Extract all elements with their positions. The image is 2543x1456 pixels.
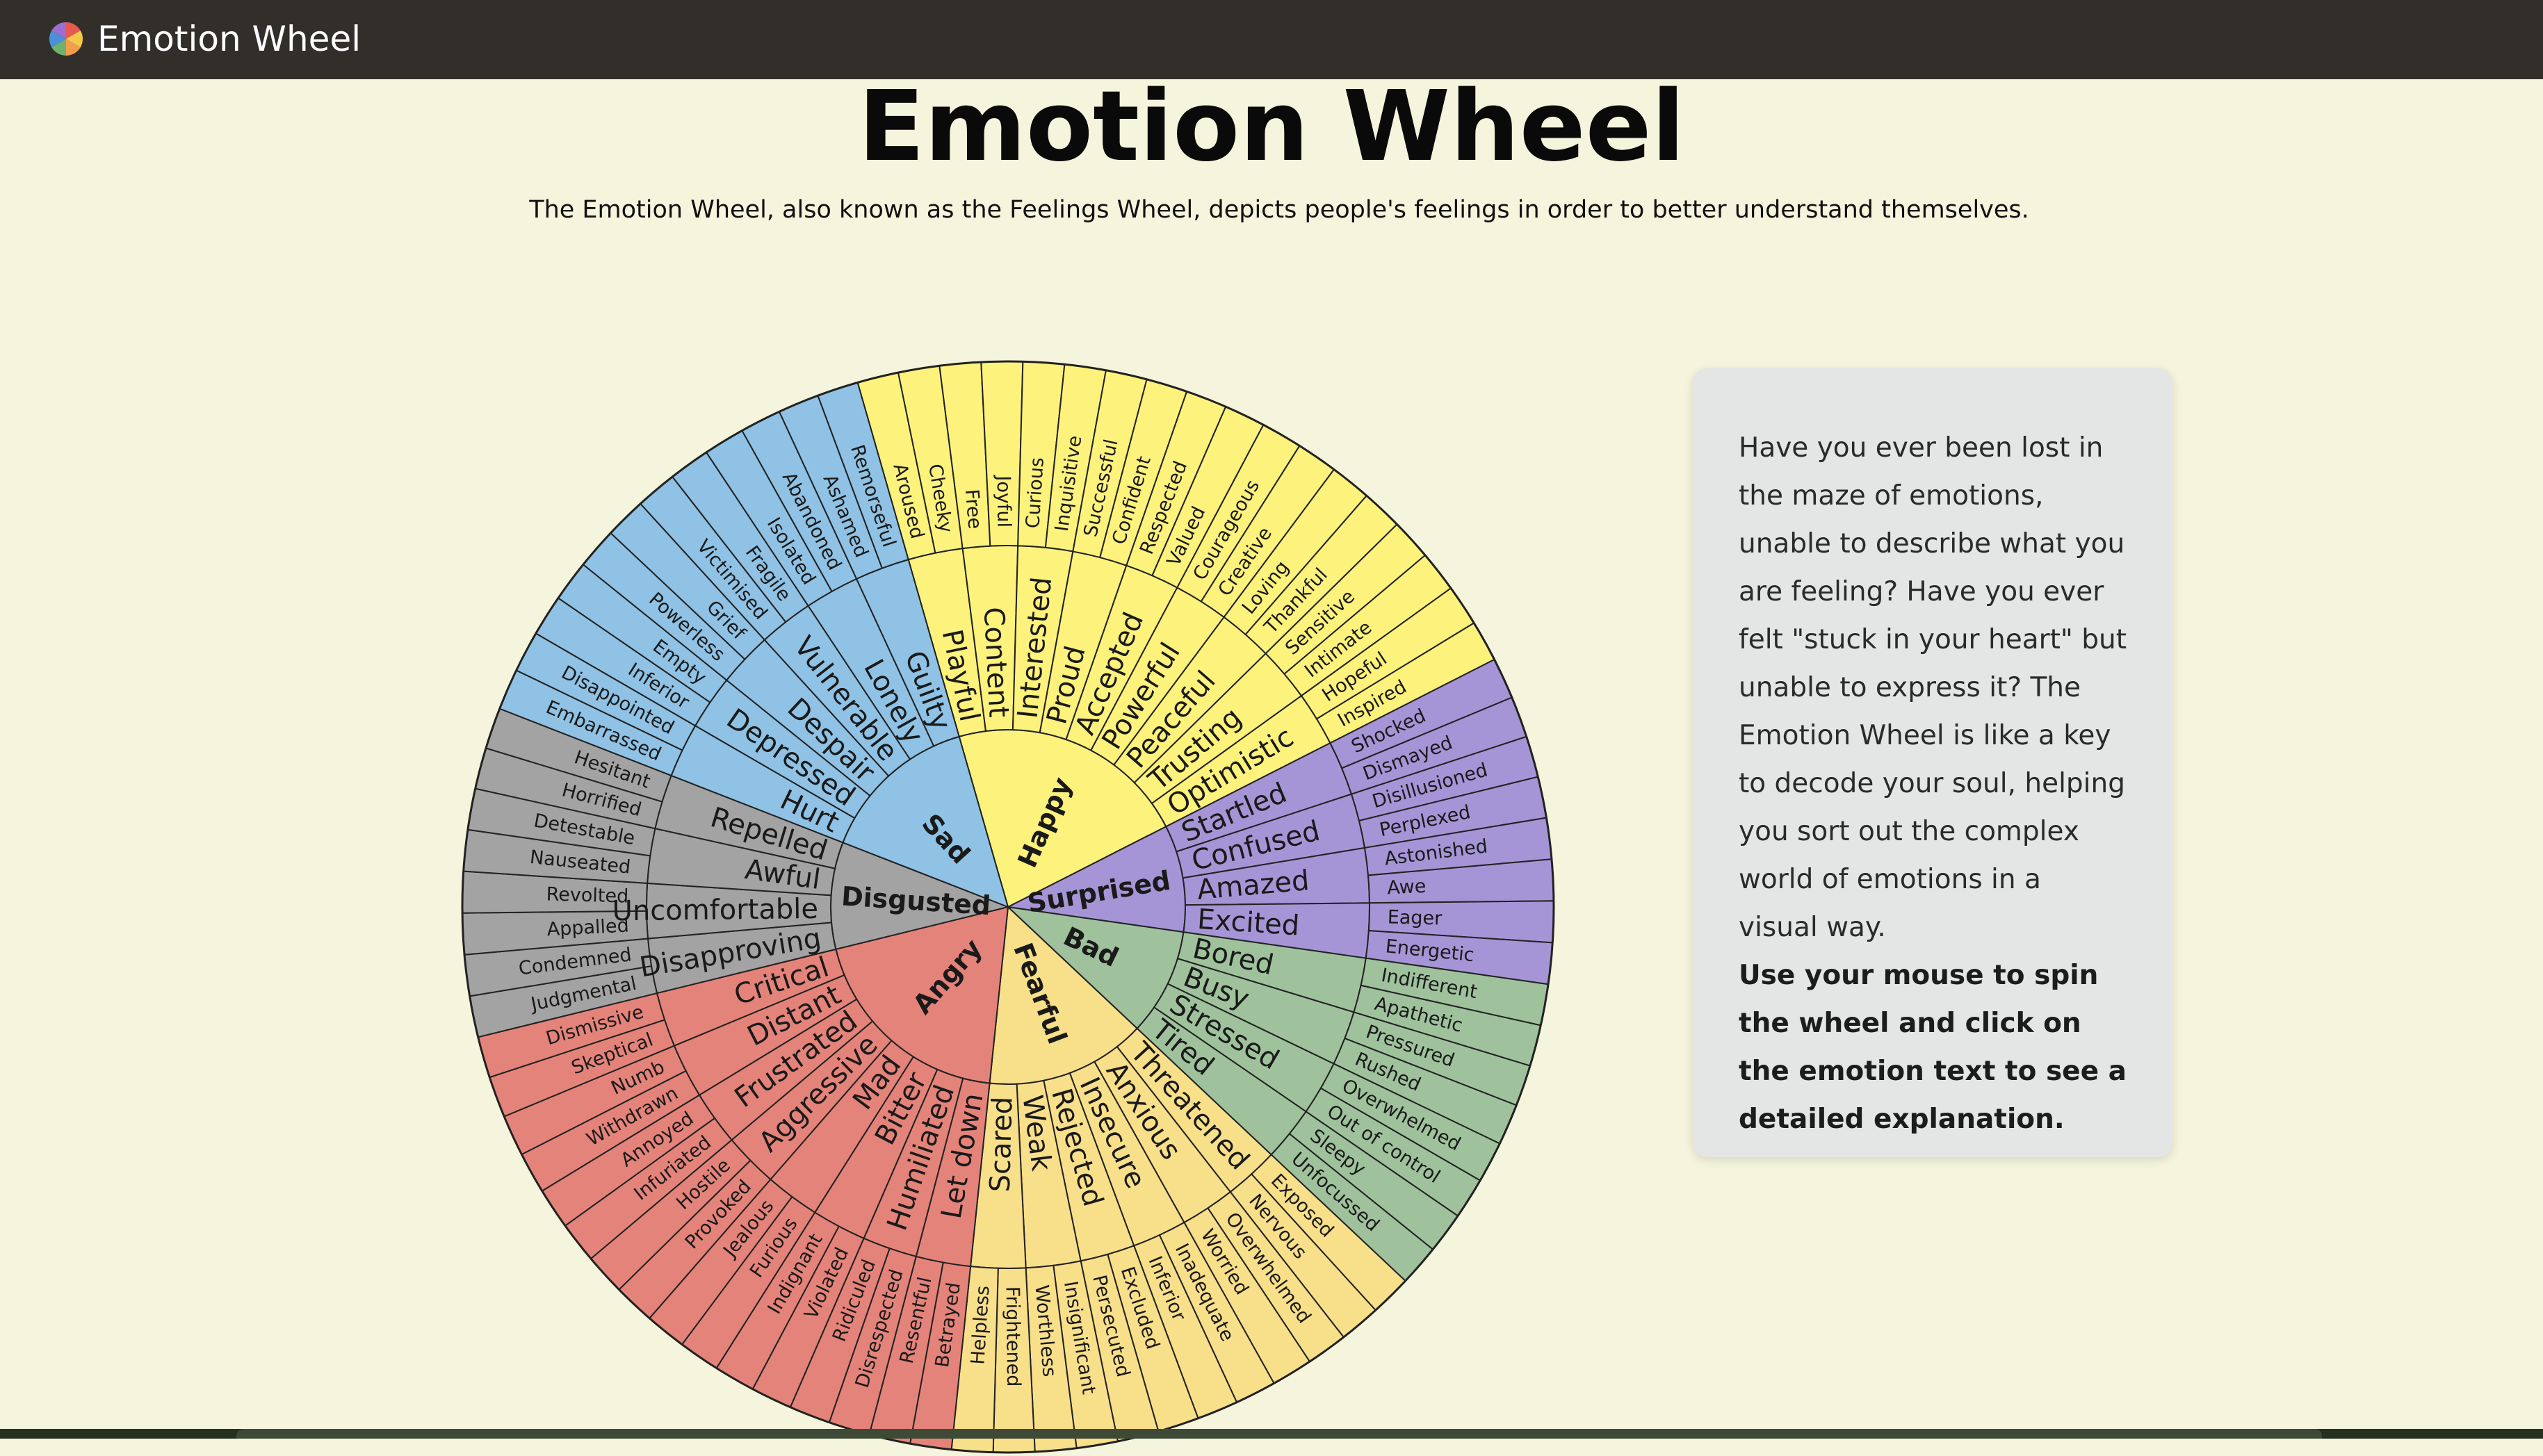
- emotion-label-uncomfortable[interactable]: Uncomfortable: [612, 893, 818, 927]
- bottom-strip-inner: [236, 1429, 2322, 1439]
- emotion-label-helpless[interactable]: Helpless: [967, 1285, 993, 1366]
- emotion-wheel-logo-icon[interactable]: [49, 22, 83, 56]
- emotion-label-content[interactable]: Content: [977, 606, 1015, 718]
- info-description: Have you ever been lost in the maze of e…: [1739, 432, 2127, 943]
- brand-link[interactable]: Emotion Wheel: [97, 19, 361, 59]
- info-panel: Have you ever been lost in the maze of e…: [1693, 368, 2172, 1157]
- emotion-label-free[interactable]: Free: [961, 489, 986, 530]
- emotion-label-eager[interactable]: Eager: [1387, 906, 1443, 929]
- emotion-label-awe[interactable]: Awe: [1387, 876, 1427, 899]
- page-title: Emotion Wheel: [858, 70, 1685, 183]
- emotion-label-curious[interactable]: Curious: [1022, 457, 1048, 529]
- page-subtitle: The Emotion Wheel, also known as the Fee…: [529, 196, 2029, 224]
- info-instruction: Use your mouse to spin the wheel and cli…: [1739, 960, 2127, 1135]
- emotion-label-revolted[interactable]: Revolted: [546, 883, 628, 907]
- emotion-label-joyful[interactable]: Joyful: [993, 474, 1015, 527]
- top-navbar: Emotion Wheel: [0, 0, 2543, 79]
- emotion-label-excited[interactable]: Excited: [1196, 903, 1301, 942]
- emotion-label-appalled[interactable]: Appalled: [546, 915, 629, 940]
- emotion-label-scared[interactable]: Scared: [984, 1096, 1019, 1193]
- emotion-label-frightened[interactable]: Frightened: [1002, 1286, 1025, 1387]
